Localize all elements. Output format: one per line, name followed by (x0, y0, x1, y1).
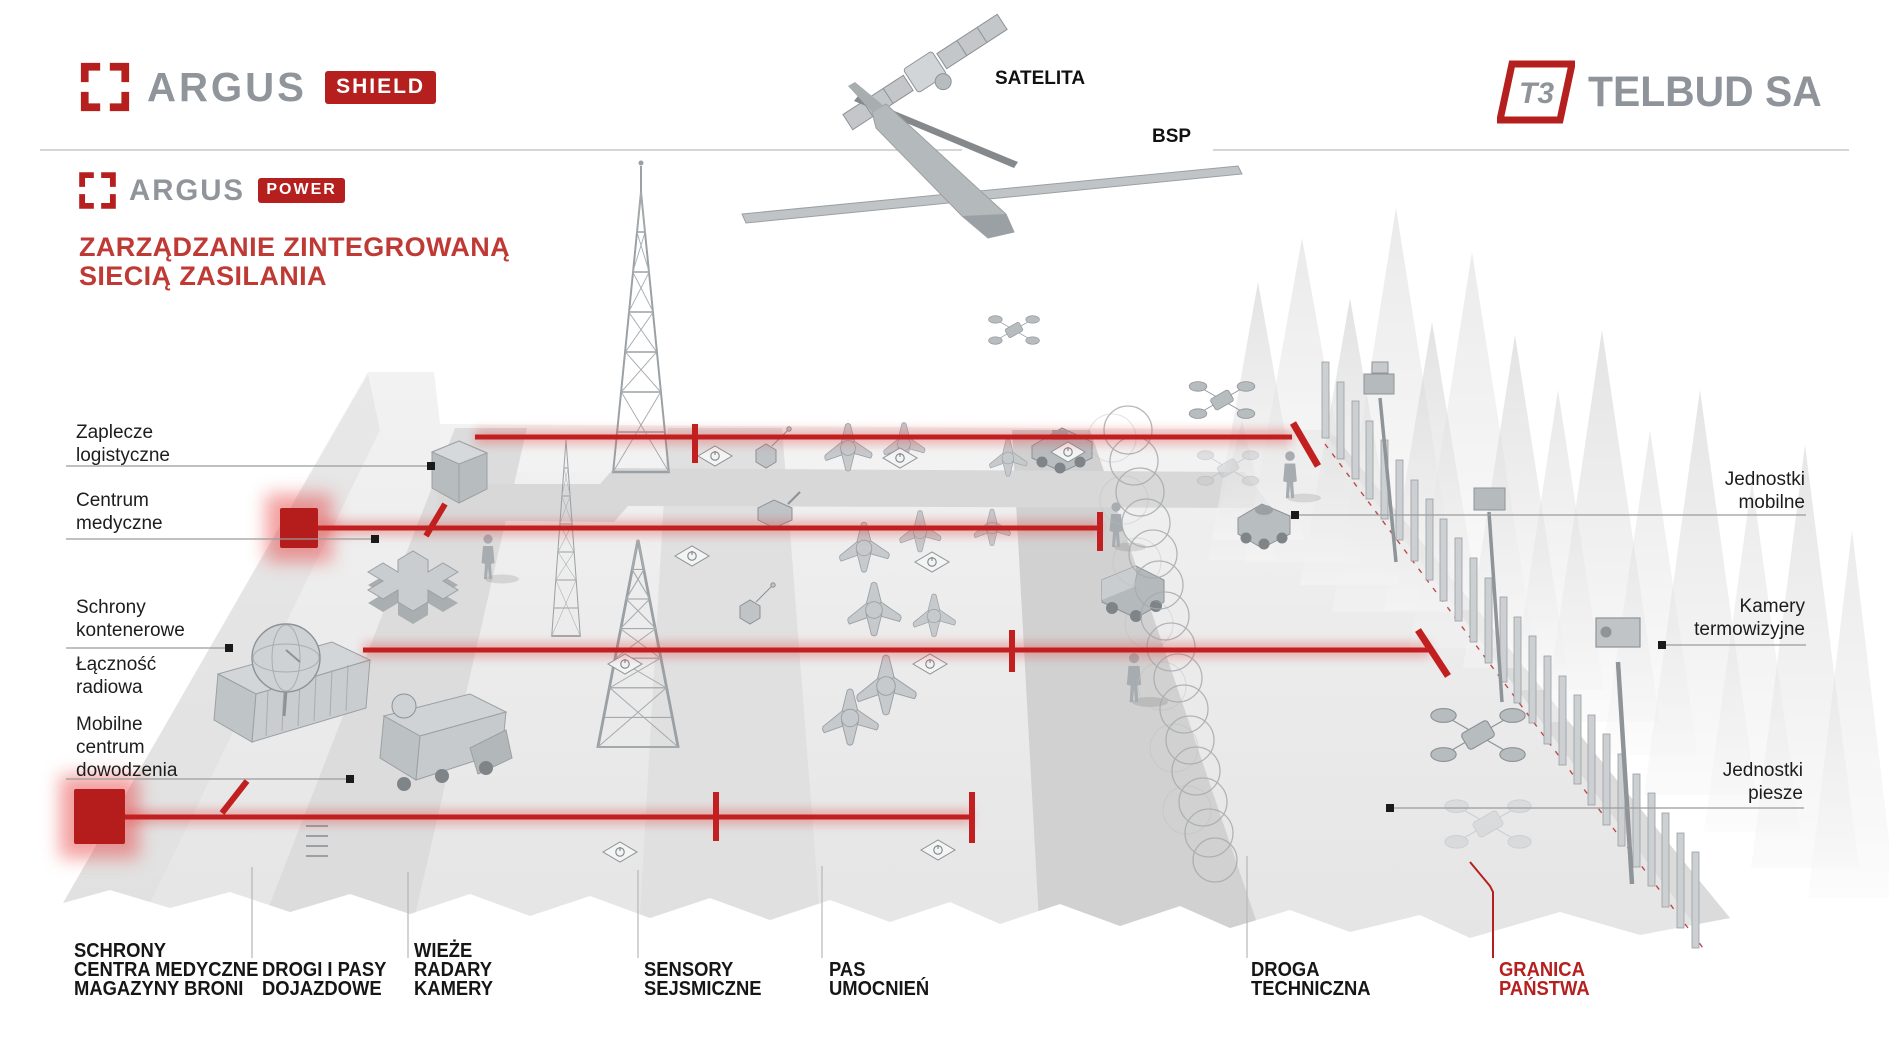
satellite-illustration (842, 13, 1008, 131)
telbud-wordmark: TELBUD SA (1588, 67, 1822, 116)
camera-pole (1473, 487, 1506, 703)
thermal-camera-tower (1595, 617, 1641, 885)
callout-lines (66, 465, 1806, 809)
page-title: ZARZĄDZANIE ZINTEGROWANĄ SIECIĄ ZASILANI… (79, 232, 511, 291)
logistics-warehouse (430, 440, 489, 504)
zone-label-drogi: DROGI I PASY DOJAZDOWE (262, 959, 387, 1000)
argus-shield-logo: ARGUS SHIELD (78, 60, 437, 114)
callout-markers (225, 462, 1666, 812)
medical-center-building (367, 550, 459, 624)
callout-jednostki-mobilne: Jednostki mobilne (1724, 469, 1805, 513)
bsp-label: BSP (1152, 126, 1192, 147)
floodlight-pole (1363, 361, 1398, 563)
zone-label-wieze: WIEŻE RADARY KAMERY (414, 940, 494, 1000)
mobile-command-truck (306, 693, 513, 857)
callout-lacznosc-radiowa: Łączność radiowa (76, 654, 157, 698)
power-lines (124, 421, 1451, 843)
telbud-logo: T3 TELBUD SA (1497, 60, 1834, 124)
argus-logo-icon (79, 172, 116, 209)
zone-label-granica-panstwa: GRANICA PAŃSTWA (1499, 959, 1590, 1000)
border-line-pointer (1469, 861, 1494, 958)
zone-label-droga-techniczna: DROGA TECHNICZNA (1251, 959, 1371, 1000)
radar-towers (550, 160, 680, 749)
callout-zaplecze-logistyczne: Zaplecze logistyczne (76, 422, 170, 466)
telbud-logo-icon: T3 (1497, 60, 1575, 124)
forest-trees (1208, 208, 1889, 898)
fence-sensor-line (1324, 443, 1707, 953)
armored-car (1237, 503, 1291, 550)
zone-label-sensory: SENSORY SEJSMICZNE (644, 959, 762, 1000)
road-mid-elbow (437, 468, 1272, 522)
access-steps (306, 825, 328, 857)
bsp-drone-illustration (741, 82, 1243, 239)
zone-label-schrony: SCHRONY CENTRA MEDYCZNE MAGAZYNY BRONI (74, 940, 259, 1000)
power-node-square (280, 508, 318, 548)
svg-text:T3: T3 (1519, 77, 1554, 110)
argus-power-logo: ARGUS POWER (77, 170, 345, 211)
zone-divider-lines (251, 856, 1248, 958)
power-badge: POWER (258, 178, 345, 203)
argus-wordmark: ARGUS (129, 173, 245, 207)
container-shelter-with-dish (213, 623, 372, 743)
argus-logo-icon (80, 62, 130, 112)
callout-centrum-medyczne: Centrum medyczne (76, 490, 163, 534)
satellite-label: SATELITA (995, 68, 1086, 89)
technical-road-truck (1101, 565, 1165, 622)
power-node-square (74, 789, 125, 844)
zone-label-pas: PAS UMOCNIEŃ (829, 959, 930, 1000)
callout-jednostki-piesze: Jednostki piesze (1722, 760, 1803, 804)
callout-kamery-termowizyjne: Kamery termowizyjne (1694, 596, 1805, 640)
border-fence (1321, 361, 1707, 953)
shield-badge: SHIELD (325, 70, 437, 104)
argus-wordmark: ARGUS (147, 63, 307, 110)
callout-mobilne-centrum: Mobilne centrum dowodzenia (76, 714, 178, 781)
callout-schrony-kontenerowe: Schrony kontenerowe (76, 597, 185, 641)
